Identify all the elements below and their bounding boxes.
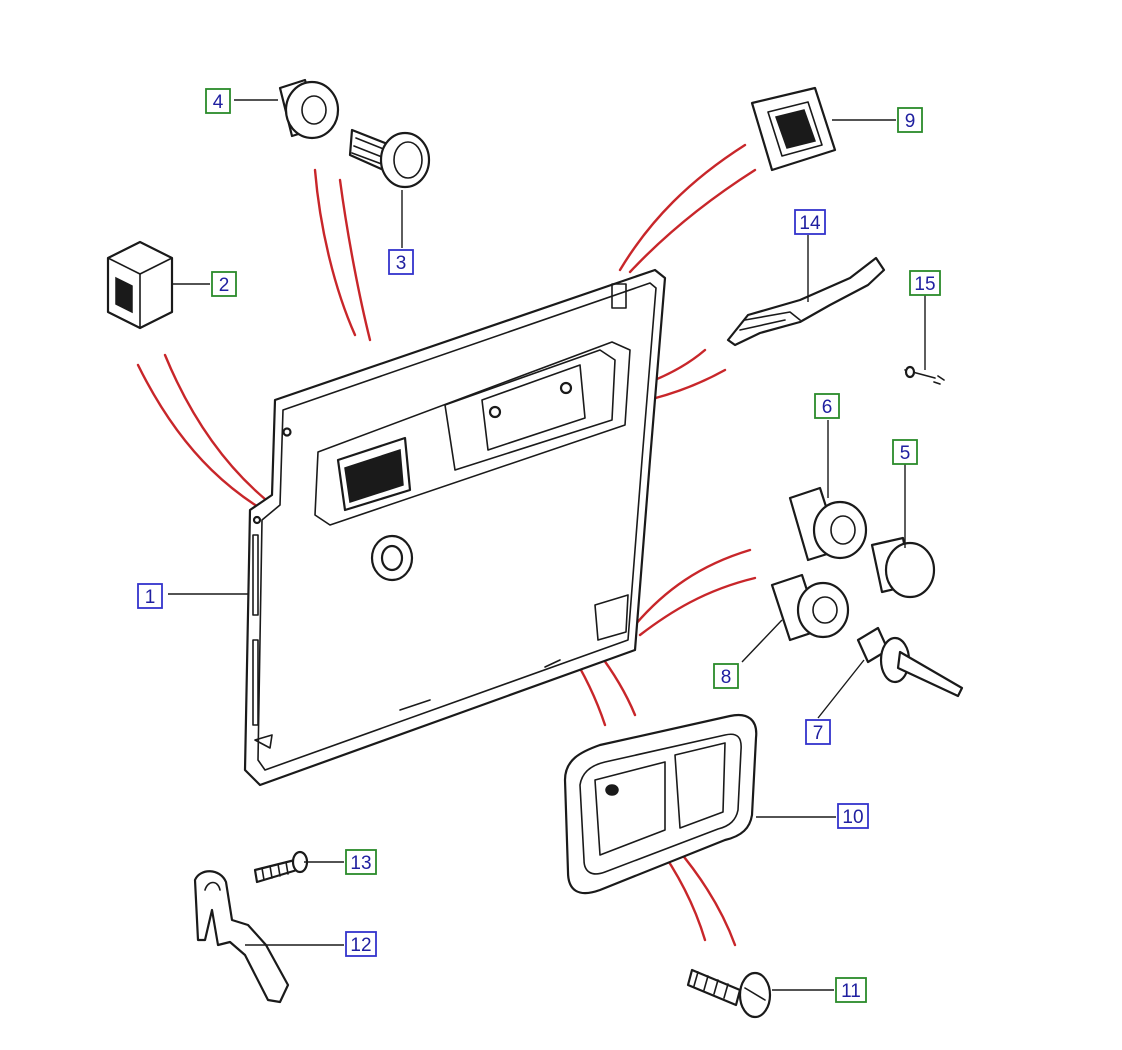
callout-box <box>837 803 869 829</box>
callout-13: 13 <box>345 849 377 875</box>
lock-bezel <box>750 86 837 172</box>
callout-15: 15 <box>909 270 941 296</box>
callout-9: 9 <box>897 107 923 133</box>
callout-number: 4 <box>213 92 224 113</box>
callout-box <box>814 393 840 419</box>
callout-number: 8 <box>721 667 732 688</box>
plug <box>870 536 936 599</box>
callout-5: 5 <box>892 439 918 465</box>
callout-box <box>205 88 231 114</box>
callout-1: 1 <box>137 583 163 609</box>
callout-number: 7 <box>813 723 824 744</box>
callout-box <box>211 271 237 297</box>
callout-number: 13 <box>350 853 371 874</box>
callout-box <box>794 209 826 235</box>
sleeve-small <box>770 573 850 642</box>
assembly-lines <box>136 143 757 947</box>
callout-box <box>388 249 414 275</box>
callout-number: 11 <box>841 981 861 1002</box>
callout-number: 1 <box>145 587 156 608</box>
callout-box <box>897 107 923 133</box>
callout-14: 14 <box>794 209 826 235</box>
callout-number: 15 <box>914 274 935 295</box>
callout-box <box>909 270 941 296</box>
callout-box <box>892 439 918 465</box>
callout-box <box>713 663 739 689</box>
callout-8: 8 <box>713 663 739 689</box>
callout-3: 3 <box>388 249 414 275</box>
callout-box <box>345 849 377 875</box>
callout-number: 9 <box>905 111 916 132</box>
callout-box <box>835 977 867 1003</box>
callout-box <box>137 583 163 609</box>
callout-6: 6 <box>814 393 840 419</box>
leader-lines <box>168 99 926 991</box>
callout-box <box>345 931 377 957</box>
callout-2: 2 <box>211 271 237 297</box>
callout-4: 4 <box>205 88 231 114</box>
door-trim-panel <box>243 268 667 787</box>
callout-number: 12 <box>350 935 371 956</box>
callout-number: 14 <box>799 213 821 234</box>
callout-7: 7 <box>805 719 831 745</box>
grommet <box>278 78 340 140</box>
rivet-pin <box>856 626 964 698</box>
clip-block <box>106 240 174 330</box>
small-screw <box>904 365 945 385</box>
pull-handle <box>726 256 886 347</box>
callout-box <box>805 719 831 745</box>
push-fastener <box>348 128 431 189</box>
callout-10: 10 <box>837 803 869 829</box>
callout-12: 12 <box>345 931 377 957</box>
handle-bezel <box>563 713 758 895</box>
callout-number: 3 <box>396 253 407 274</box>
sleeve-large <box>788 486 868 562</box>
bolt <box>253 850 309 884</box>
callout-number: 2 <box>219 275 230 296</box>
screw <box>686 968 772 1019</box>
callout-number: 5 <box>900 443 911 464</box>
callout-number: 6 <box>822 397 833 418</box>
callout-number: 10 <box>842 807 863 828</box>
clip-hook <box>193 870 290 1004</box>
callout-11: 11 <box>835 977 867 1003</box>
